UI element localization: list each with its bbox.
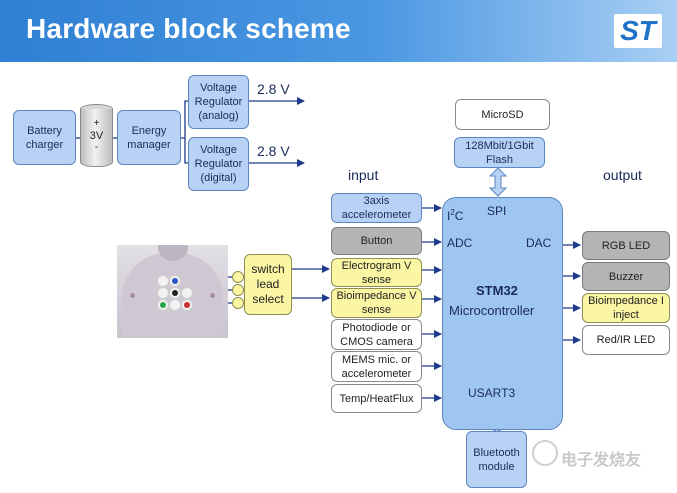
electrogram-box: Electrogram V sense [331,258,422,287]
battery-plus: + [93,118,100,129]
electrode-green [160,302,166,308]
battery-body: + 3V - [80,109,113,167]
bioimpedance-sense-box: Bioimpedance V sense [331,288,422,318]
neck-shape [158,245,188,261]
electrode-pad [157,287,169,299]
voltage-regulator-digital-box: Voltage Regulator (digital) [188,137,249,191]
mcu-name: STM32 [476,283,518,298]
mems-box: MEMS mic. or accelerometer [331,351,422,382]
electrode-pad [157,275,169,287]
accelerometer-box: 3axis accelerometer [331,193,422,223]
rgb-led-box: RGB LED [582,231,670,260]
microsd-box: MicroSD [455,99,550,130]
watermark-icon [532,440,558,466]
i2c-port-label: I2C [447,208,463,223]
voltage-digital-label: 2.8 V [257,143,290,159]
flash-spi-double-arrow [488,167,508,197]
nipple-right [210,293,215,298]
st-logo-text: ST [620,15,656,46]
electrode-red [184,302,190,308]
bluetooth-module-box: Bluetooth module [466,431,527,488]
bioimpedance-inject-box: Bioimpedance I inject [582,293,670,323]
photodiode-box: Photodiode or CMOS camera [331,319,422,350]
lead-connector-2 [232,284,244,296]
lead-connector-1 [232,271,244,283]
flash-box: 128Mbit/1Gbit Flash [454,137,545,168]
battery-minus: - [94,142,99,153]
lead-connector-3 [232,297,244,309]
battery-charger-box: Battery charger [13,110,76,165]
electrode-black [172,290,178,296]
nipple-left [130,293,135,298]
electrode-pad [181,287,193,299]
voltage-regulator-analog-box: Voltage Regulator (analog) [188,75,249,129]
usart-port-label: USART3 [468,386,516,400]
page-title: Hardware block scheme [26,13,351,44]
energy-manager-box: Energy manager [117,110,181,165]
input-column-label: input [348,167,379,183]
watermark-text: 电子发烧友 [561,452,642,469]
line-manager-reg-analog [181,100,188,139]
electrode-pad [169,299,181,311]
adc-port-label: ADC [447,236,473,250]
electrode-blue [172,278,178,284]
stm32-microcontroller [442,197,563,430]
temp-heatflux-box: Temp/HeatFlux [331,384,422,413]
output-column-label: output [603,167,642,183]
buzzer-box: Buzzer [582,262,670,291]
switch-lead-select-box: switch lead select [244,254,292,315]
spi-port-label: SPI [487,204,507,218]
i2c-superscript: 2 [450,208,455,217]
header-bar: Hardware block scheme ST [0,0,677,62]
button-box: Button [331,227,422,255]
mcu-subtitle: Microcontroller [449,303,535,318]
st-logo: ST [614,14,662,48]
chest-electrode-photo [117,245,228,338]
red-ir-led-box: Red/IR LED [582,325,670,355]
battery-cell: + 3V - [80,104,113,172]
i2c-suffix: C [454,209,464,223]
i2c-prefix: I [447,209,451,223]
voltage-analog-label: 2.8 V [257,81,290,97]
dac-port-label: DAC [526,236,552,250]
line-manager-reg-digital [184,138,188,164]
battery-voltage: 3V [89,130,104,142]
